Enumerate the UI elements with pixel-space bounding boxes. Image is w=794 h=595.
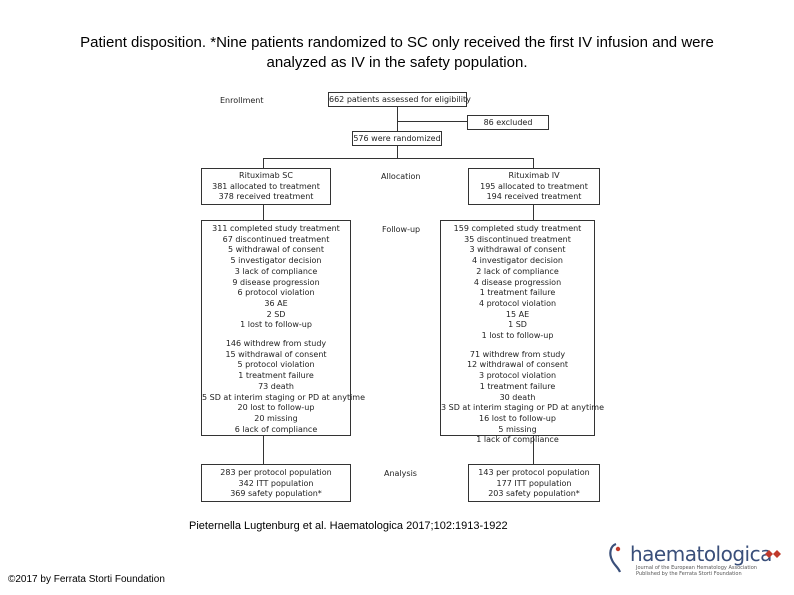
sc-follow-line: 73 death (258, 381, 294, 391)
sc-follow-line: 9 disease progression (232, 277, 320, 287)
sc-follow-line: 1 lost to follow-up (240, 320, 312, 330)
iv-follow-line: 16 lost to follow-up (479, 413, 556, 423)
title-line-1: Patient disposition. *Nine patients rand… (80, 34, 714, 51)
connector-iv-follow (533, 205, 534, 220)
iv-follow-line: 35 discontinued treatment (464, 234, 571, 244)
connector-to-iv (533, 158, 534, 168)
spacer (441, 342, 594, 350)
logo-emblem-icon (765, 550, 781, 558)
stage-analysis: Analysis (384, 469, 417, 478)
iv-follow-line: 1 SD (508, 320, 527, 330)
iv-follow-line: 3 withdrawal of consent (469, 245, 566, 255)
iv-analysis-line: 177 ITT population (496, 478, 572, 488)
randomized-text: 576 were randomized (353, 134, 441, 143)
sc-analysis-line: 369 safety population* (230, 489, 322, 499)
sc-analysis-line: 283 per protocol population (220, 468, 332, 477)
iv-follow-line: 3 protocol violation (478, 371, 557, 381)
connector-assessed-randomized (397, 106, 398, 131)
sc-follow-line: 36 AE (264, 298, 288, 308)
sc-follow-line: 5 investigator decision (230, 256, 322, 266)
iv-follow-line: 71 withdrew from study (469, 349, 566, 359)
iv-follow-line: 30 death (499, 392, 536, 402)
iv-alloc-line: Rituximab IV (508, 171, 560, 180)
iv-follow-line: 4 protocol violation (478, 298, 557, 308)
iv-follow-line: 1 lost to follow-up (481, 331, 554, 341)
copyright: ©2017 by Ferrata Storti Foundation (8, 574, 165, 585)
sc-alloc-line: 381 allocated to treatment (212, 181, 320, 191)
sc-alloc-line: Rituximab SC (239, 171, 293, 180)
iv-analysis-line: 203 safety population* (488, 489, 580, 499)
iv-follow-line: 1 lack of compliance (476, 435, 559, 445)
sc-follow-line: 20 missing (254, 413, 298, 423)
connector-split-horizontal (263, 158, 534, 159)
connector-to-sc (263, 158, 264, 168)
assessed-text: 662 patients assessed for eligibility (329, 95, 471, 104)
iv-follow-line: 4 disease progression (473, 277, 562, 287)
figure-title: Patient disposition. *Nine patients rand… (10, 33, 784, 73)
iv-allocation-box: Rituximab IV 195 allocated to treatment … (468, 168, 600, 205)
title-line-2: analyzed as IV in the safety population. (266, 54, 528, 71)
flow-diagram: Enrollment Allocation Follow-up Analysis… (198, 88, 604, 508)
iv-follow-line: 12 withdrawal of consent (466, 360, 569, 370)
connector-iv-analysis (533, 436, 534, 464)
logo-mark-icon (609, 542, 622, 573)
iv-follow-line: 4 investigator decision (472, 256, 563, 266)
iv-follow-line: 2 lack of compliance (476, 266, 559, 276)
stage-enrollment: Enrollment (220, 96, 264, 105)
stage-allocation: Allocation (381, 172, 421, 181)
iv-follow-line: 1 treatment failure (479, 288, 556, 298)
sc-follow-line: 5 SD at interim staging or PD at anytime (202, 392, 366, 402)
sc-follow-line: 5 withdrawal of consent (228, 245, 324, 255)
sc-follow-line: 15 withdrawal of consent (225, 349, 327, 359)
spacer (202, 331, 350, 339)
iv-follow-line: 3 SD at interim staging or PD at anytime (441, 403, 605, 413)
citation: Pieternella Lugtenburg et al. Haematolog… (189, 520, 508, 532)
iv-follow-line: 159 completed study treatment (453, 224, 582, 233)
haematologica-logo: haematologica Journal of the European He… (606, 540, 786, 580)
iv-alloc-line: 194 received treatment (486, 192, 582, 202)
iv-analysis-line: 143 per protocol population (478, 468, 590, 477)
excluded-box: 86 excluded (467, 115, 549, 130)
connector-randomized-split (397, 146, 398, 158)
sc-follow-line: 6 lack of compliance (234, 424, 318, 434)
connector-sc-follow (263, 205, 264, 220)
excluded-text: 86 excluded (483, 118, 533, 127)
iv-follow-line: 5 missing (498, 424, 537, 434)
sc-followup-box: 311 completed study treatment 67 discont… (201, 220, 366, 436)
iv-followup-box: 159 completed study treatment 35 discont… (440, 220, 605, 444)
logo-tagline: Journal of the European Hematology Assoc… (636, 565, 757, 577)
sc-allocation-box: Rituximab SC 381 allocated to treatment … (201, 168, 331, 205)
assessed-box: 662 patients assessed for eligibility (328, 92, 471, 107)
sc-analysis-line: 342 ITT population (238, 478, 314, 488)
iv-follow-line: 15 AE (505, 309, 530, 319)
iv-alloc-line: 195 allocated to treatment (480, 181, 588, 191)
sc-follow-line: 6 protocol violation (237, 288, 315, 298)
sc-follow-line: 5 protocol violation (237, 360, 315, 370)
iv-analysis-box: 143 per protocol population 177 ITT popu… (468, 464, 600, 502)
randomized-box: 576 were randomized (352, 131, 442, 146)
sc-follow-line: 311 completed study treatment (212, 224, 340, 233)
iv-follow-line: 1 treatment failure (479, 381, 556, 391)
connector-sc-analysis (263, 436, 264, 464)
sc-alloc-line: 378 received treatment (218, 192, 314, 202)
stage-followup: Follow-up (382, 225, 421, 234)
sc-follow-line: 2 SD (266, 309, 286, 319)
sc-follow-line: 3 lack of compliance (234, 266, 318, 276)
sc-analysis-box: 283 per protocol population 342 ITT popu… (201, 464, 351, 502)
connector-excluded (397, 121, 467, 122)
sc-follow-line: 1 treatment failure (238, 371, 314, 381)
sc-follow-line: 20 lost to follow-up (237, 403, 315, 413)
logo-wordmark: haematologica (630, 542, 772, 566)
sc-follow-line: 146 withdrew from study (225, 339, 327, 349)
sc-follow-line: 67 discontinued treatment (222, 234, 330, 244)
